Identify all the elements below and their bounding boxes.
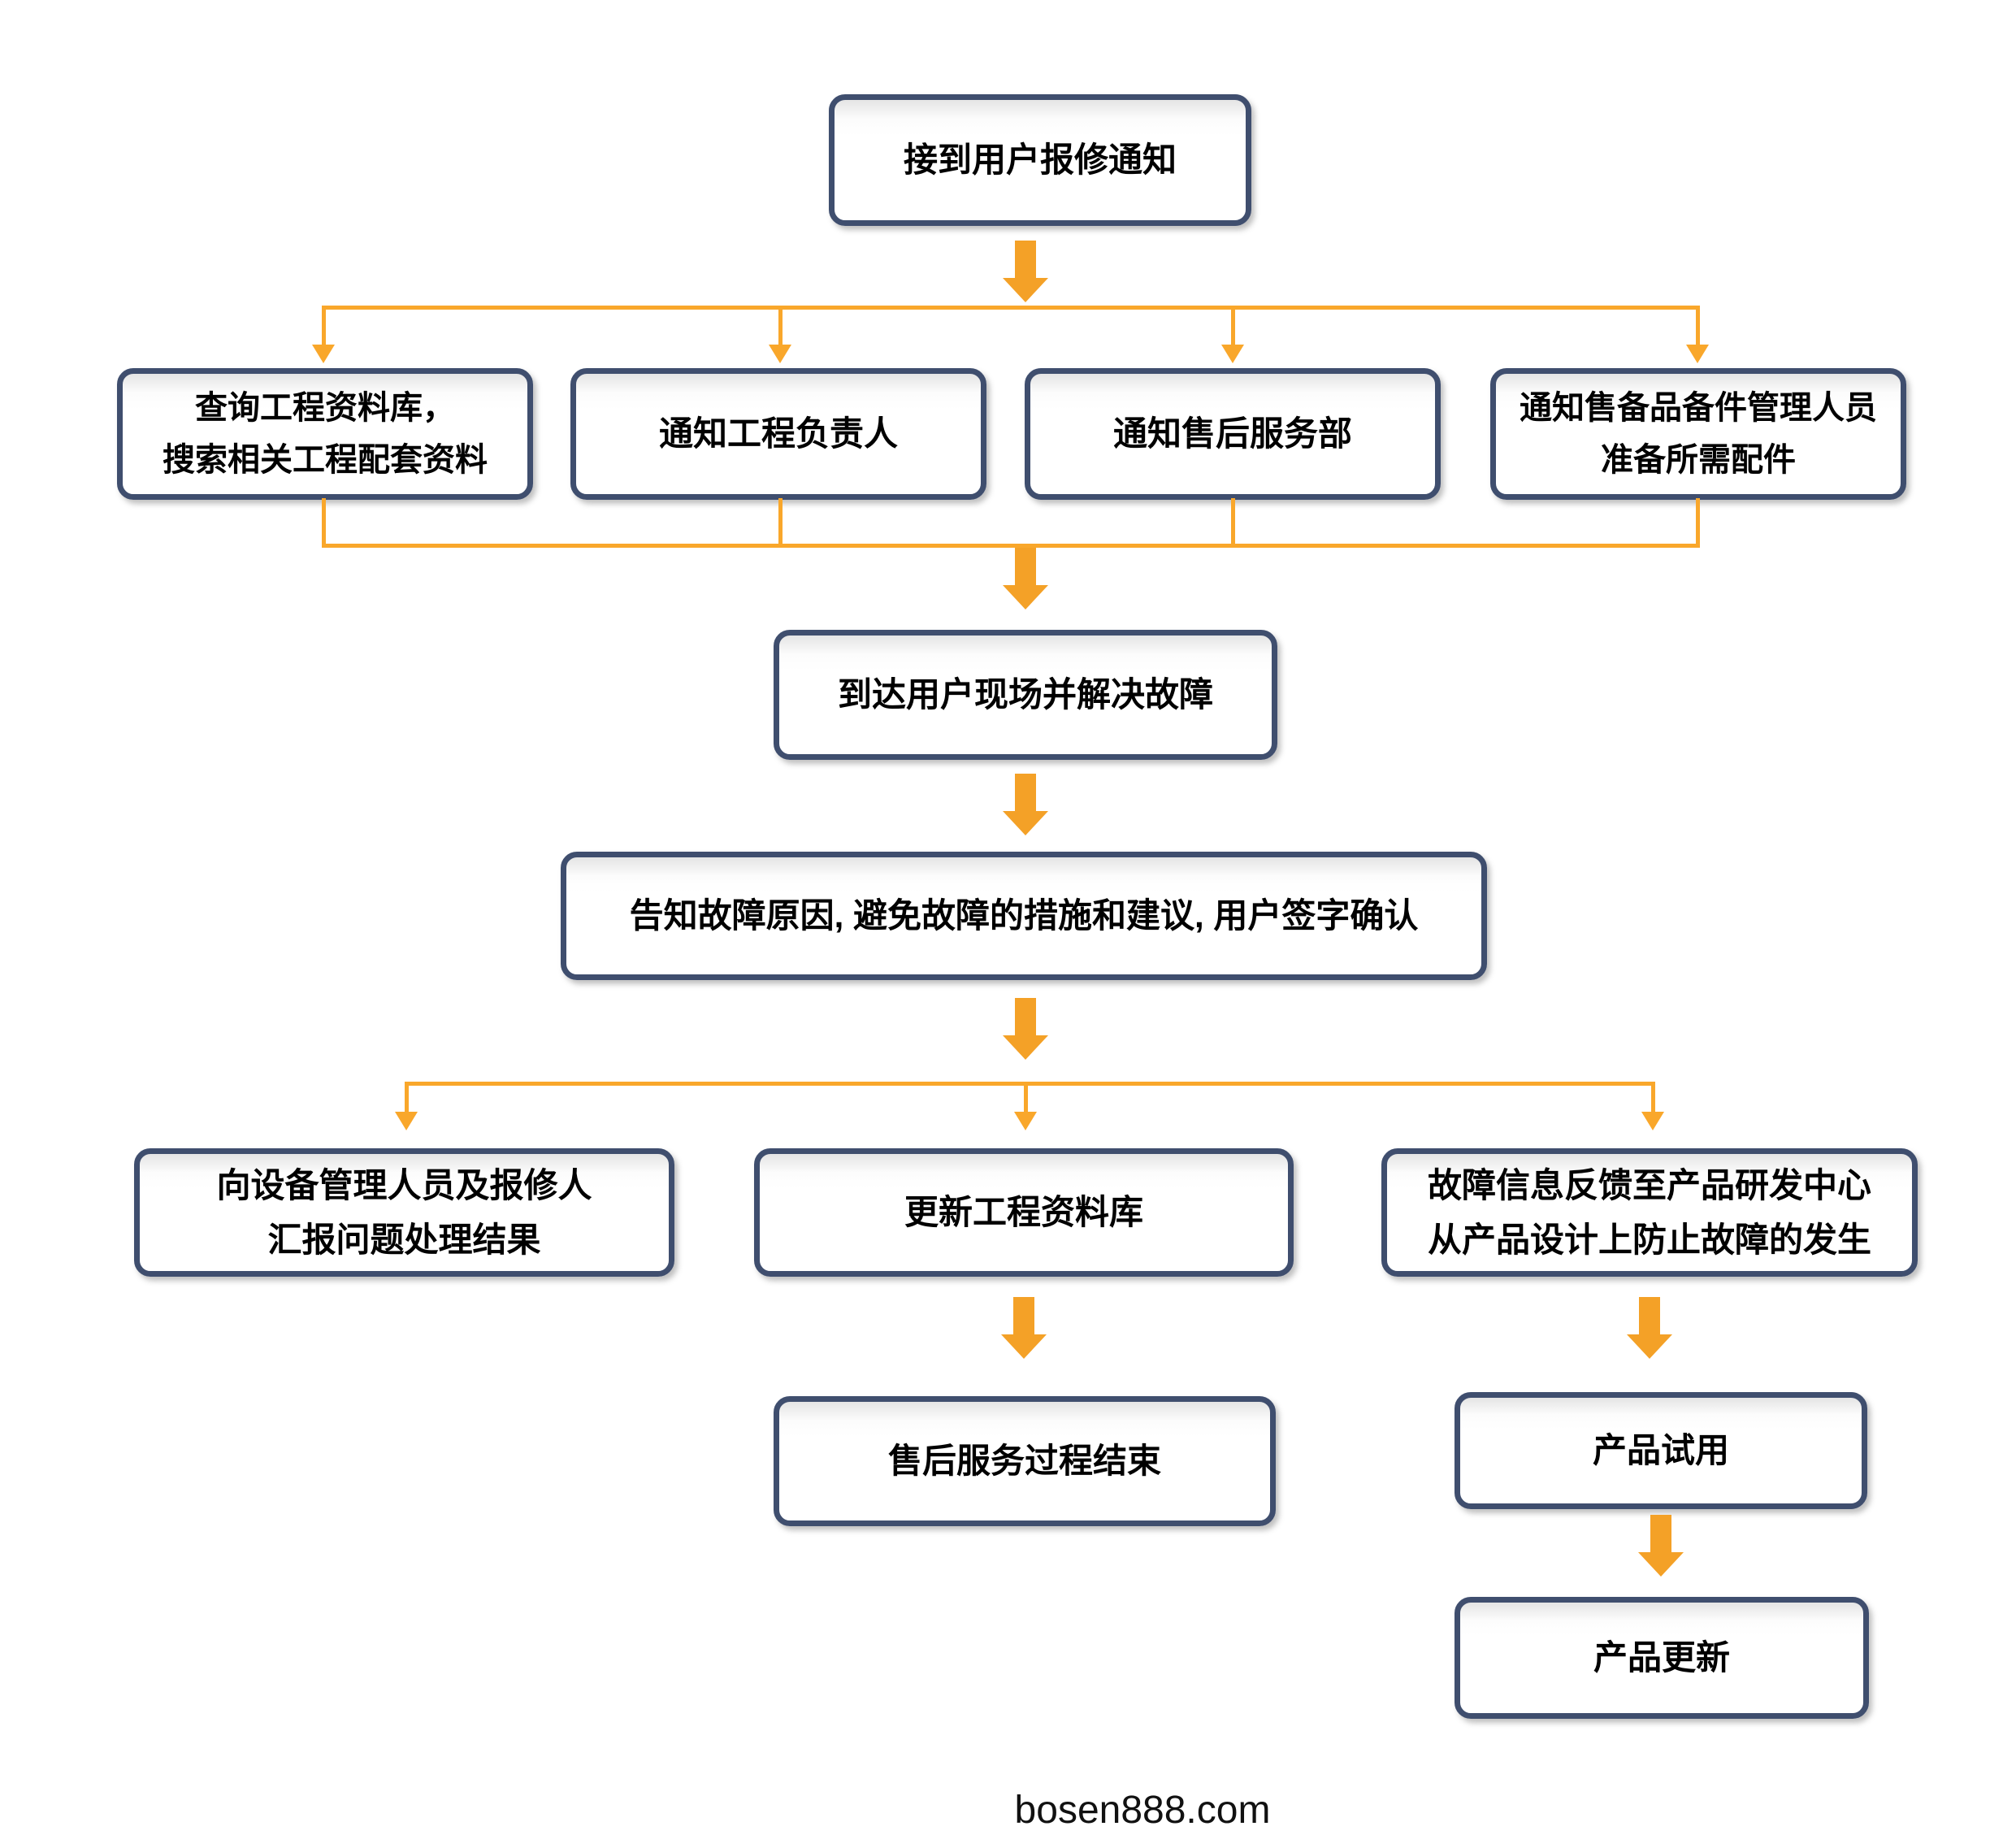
node-update-database: 更新工程资料库: [754, 1148, 1294, 1277]
flow-down-arrow-2-shaft: [1015, 548, 1036, 585]
flow-down-arrow-6-shaft: [1639, 1297, 1660, 1334]
collector-stub-2: [778, 498, 783, 547]
flow-down-arrow-1-shaft: [1015, 241, 1036, 278]
branch2-drop-2-arrowhead: [1014, 1112, 1037, 1130]
flow-down-arrow-6-head: [1627, 1334, 1672, 1359]
branch-line-bottom: [405, 1082, 1655, 1086]
node-notify-spareparts-staff: 通知售备品备件管理人员 准备所需配件: [1490, 368, 1906, 500]
node-service-finished: 售后服务过程结束: [774, 1396, 1276, 1526]
node-report-result-label: 向设备管理人员及报修人 汇报问题处理结果: [216, 1165, 592, 1259]
branch-line-top: [322, 306, 1700, 310]
node-product-update: 产品更新: [1455, 1597, 1869, 1719]
branch2-drop-1-arrowhead: [395, 1112, 418, 1130]
flow-down-arrow-2: [1003, 548, 1048, 609]
branch-drop-4-arrowhead: [1686, 345, 1709, 363]
flow-down-arrow-4-shaft: [1015, 998, 1036, 1035]
node-product-trial: 产品试用: [1455, 1392, 1867, 1509]
flow-down-arrow-3: [1003, 774, 1048, 835]
branch2-drop-3-arrowhead: [1641, 1112, 1664, 1130]
node-feedback-rnd-label: 故障信息反馈至产品研发中心 从产品设计上防止故障的发生: [1427, 1165, 1871, 1259]
node-notify-project-manager: 通知工程负责人: [570, 368, 986, 500]
node-query-database-label: 查询工程资料库， 搜索相关工程配套资料: [163, 390, 488, 478]
node-report-result: 向设备管理人员及报修人 汇报问题处理结果: [134, 1148, 674, 1277]
collector-stub-1: [322, 498, 326, 547]
node-notify-service-dept-label: 通知售后服务部: [1112, 414, 1352, 453]
branch-drop-2-arrowhead: [769, 345, 791, 363]
branch-drop-4: [1696, 306, 1700, 345]
collector-stub-3: [1231, 498, 1235, 547]
branch-drop-3-arrowhead: [1221, 345, 1244, 363]
node-update-database-label: 更新工程资料库: [904, 1193, 1143, 1232]
collector-stub-4: [1696, 498, 1700, 547]
site-watermark-text: bosen888.com: [1014, 1789, 1271, 1832]
branch-drop-1: [322, 306, 326, 345]
node-service-finished-label: 售后服务过程结束: [887, 1442, 1161, 1481]
node-query-database: 查询工程资料库， 搜索相关工程配套资料: [117, 368, 533, 500]
node-arrive-onsite-label: 到达用户现场并解决故障: [837, 675, 1213, 714]
node-notify-project-manager-label: 通知工程负责人: [658, 414, 898, 453]
branch2-drop-2: [1024, 1082, 1028, 1113]
flow-down-arrow-4-head: [1003, 1035, 1048, 1060]
node-product-update-label: 产品更新: [1593, 1638, 1730, 1677]
node-arrive-onsite: 到达用户现场并解决故障: [774, 630, 1277, 760]
branch2-drop-1: [405, 1082, 409, 1113]
flow-down-arrow-5-shaft: [1013, 1297, 1034, 1334]
branch2-drop-3: [1651, 1082, 1655, 1113]
flow-down-arrow-7-head: [1638, 1552, 1684, 1577]
flow-down-arrow-4: [1003, 998, 1048, 1060]
flow-down-arrow-3-shaft: [1015, 774, 1036, 811]
node-inform-signoff: 告知故障原因, 避免故障的措施和建议, 用户签字确认: [561, 852, 1487, 980]
flow-down-arrow-3-head: [1003, 811, 1048, 835]
flow-down-arrow-2-head: [1003, 585, 1048, 609]
node-notify-spareparts-staff-label: 通知售备品备件管理人员 准备所需配件: [1520, 390, 1877, 478]
branch-drop-1-arrowhead: [312, 345, 335, 363]
flow-down-arrow-7: [1638, 1515, 1684, 1577]
flow-down-arrow-1-head: [1003, 278, 1048, 302]
site-watermark: bosen888.com: [899, 1788, 1386, 1833]
flow-down-arrow-5: [1001, 1297, 1047, 1359]
flow-down-arrow-5-head: [1001, 1334, 1047, 1359]
node-receive-notice: 接到用户报修通知: [829, 94, 1251, 226]
collector-line: [322, 544, 1700, 548]
node-notify-service-dept: 通知售后服务部: [1025, 368, 1441, 500]
node-inform-signoff-label: 告知故障原因, 避免故障的措施和建议, 用户签字确认: [629, 896, 1419, 935]
flow-down-arrow-6: [1627, 1297, 1672, 1359]
branch-drop-2: [778, 306, 783, 345]
branch-drop-3: [1231, 306, 1235, 345]
node-product-trial-label: 产品试用: [1592, 1431, 1729, 1470]
node-receive-notice-label: 接到用户报修通知: [903, 141, 1177, 180]
flow-down-arrow-1: [1003, 241, 1048, 302]
flow-down-arrow-7-shaft: [1650, 1515, 1671, 1552]
node-feedback-rnd: 故障信息反馈至产品研发中心 从产品设计上防止故障的发生: [1381, 1148, 1918, 1277]
